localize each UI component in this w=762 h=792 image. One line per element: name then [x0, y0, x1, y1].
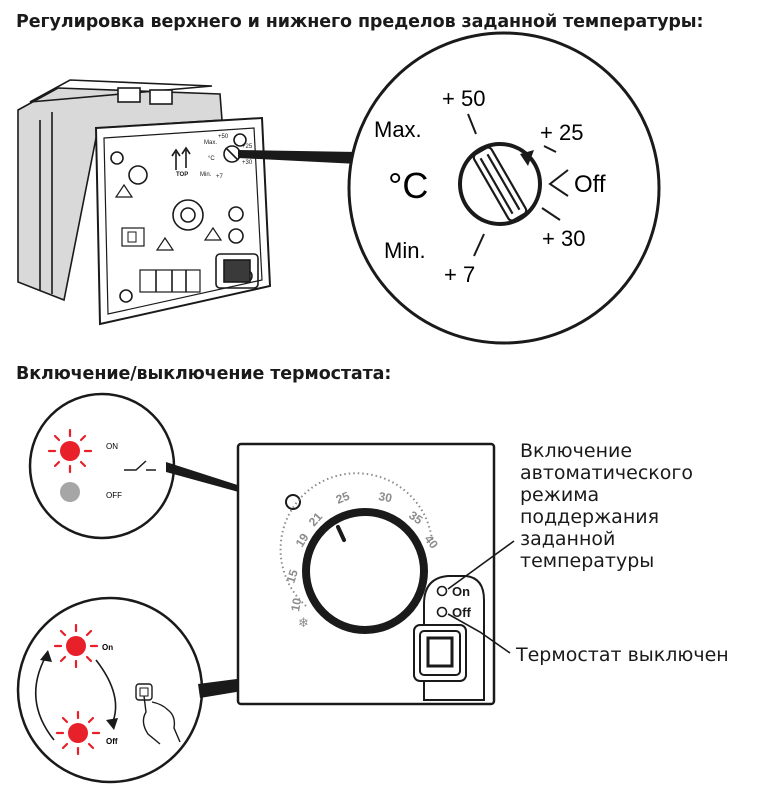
- panel-on-led: [436, 585, 448, 597]
- device-label-top: TOP: [176, 172, 188, 178]
- annotation-line-3: режима: [520, 484, 600, 506]
- scale-label-15: 15: [284, 568, 302, 585]
- dial-label-min: Min.: [384, 238, 426, 263]
- dial-label-plus7: + 7: [444, 262, 475, 287]
- annotation-line-5: заданной: [520, 528, 616, 550]
- auto-mode-leader: [447, 540, 515, 590]
- led-label-on: ON: [106, 442, 118, 451]
- dial-callout-connector: [238, 150, 358, 164]
- section1-heading: Регулировка верхнего и нижнего пределов …: [16, 12, 704, 32]
- button-led-on: [53, 623, 99, 669]
- annotation-thermostat-off: Термостат выключен: [516, 644, 729, 666]
- led-callout: ON OFF: [28, 392, 176, 540]
- device-tiny-labels: Max. +50 +25 °C +30 Min. +7 TOP: [176, 134, 253, 180]
- led-on-indicator: [47, 428, 93, 474]
- device-label-plus7: +7: [216, 174, 224, 180]
- button-callout-off: Off: [106, 737, 118, 746]
- device-label-plus30: +30: [242, 160, 253, 166]
- section2-heading: Включение/выключение термостата:: [16, 364, 392, 384]
- scale-label-30: 30: [377, 489, 393, 505]
- snowflake-icon: ❄: [298, 616, 309, 631]
- device-label-max: Max.: [204, 140, 217, 146]
- device-label-plus50: +50: [218, 134, 229, 140]
- panel-off-label: Off: [452, 605, 471, 620]
- scale-label-10: 10: [288, 597, 304, 613]
- panel-off-led: [436, 606, 448, 618]
- dial-label-plus25: + 25: [540, 120, 583, 145]
- button-led-off: [55, 710, 101, 756]
- panel-indicator-led: [285, 494, 301, 510]
- annotation-auto-mode: Включение автоматического режима поддерж…: [520, 440, 693, 572]
- thermostat-device-illustration: [17, 79, 272, 326]
- led-label-off: OFF: [106, 491, 122, 500]
- annotation-line-6: температуры: [520, 550, 655, 572]
- device-label-celsius: °C: [208, 156, 215, 162]
- device-label-min: Min.: [200, 172, 212, 178]
- button-callout-on: On: [102, 643, 113, 652]
- dial-label-off: Off: [574, 171, 606, 198]
- dial-label-celsius: °C: [388, 165, 428, 206]
- dial-label-max: Max.: [374, 117, 422, 142]
- scale-label-25: 25: [334, 489, 352, 507]
- dial-callout: + 50 Max. + 25 °C Off + 30 Min. + 7: [347, 31, 661, 345]
- annotation-line-2: автоматического: [520, 462, 693, 484]
- thermostat-front-panel: ❄ 10 15 19 21 25 30 35 40 On Off: [236, 442, 496, 706]
- panel-on-label: On: [452, 584, 470, 599]
- dial-label-plus50: + 50: [442, 86, 485, 111]
- led-off-indicator: [60, 482, 80, 502]
- device-label-plus25: +25: [242, 144, 253, 150]
- annotation-line-1: Включение: [520, 440, 633, 462]
- dial-label-plus30: + 30: [542, 226, 585, 251]
- off-state-leader: [447, 613, 511, 654]
- annotation-line-4: поддержания: [520, 506, 660, 528]
- button-callout: On Off: [16, 596, 204, 784]
